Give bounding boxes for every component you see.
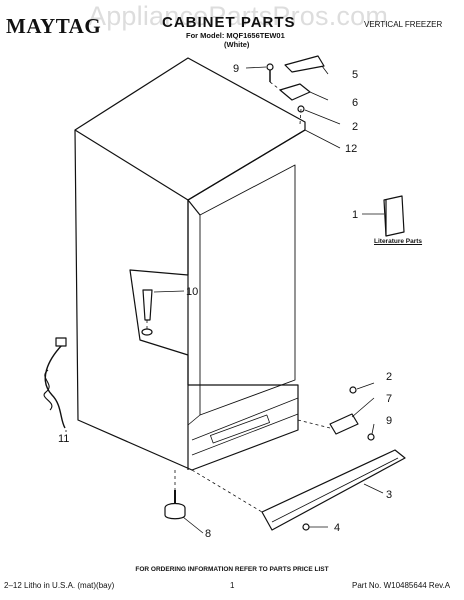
callout-9-top: 9 xyxy=(233,63,239,75)
watermark: AppliancePartsPros.com xyxy=(88,1,389,31)
callout-2-top: 2 xyxy=(352,121,358,133)
literature-booklet xyxy=(383,195,405,237)
bottom-screw xyxy=(367,433,375,441)
footer-page-number: 1 xyxy=(230,581,235,590)
grille-screw xyxy=(302,523,310,531)
page-title: CABINET PARTS xyxy=(162,14,296,31)
literature-parts-label: Literature Parts xyxy=(374,238,423,245)
power-cord xyxy=(44,344,66,429)
leveling-leg xyxy=(164,502,186,520)
toe-grille xyxy=(261,449,406,531)
drain-tube xyxy=(142,289,153,321)
page-subtitle: VERTICAL FREEZER xyxy=(364,20,443,29)
model-line: For Model: MQF1656TEW01 xyxy=(186,31,285,40)
top-screw xyxy=(266,63,274,71)
hinge-cover xyxy=(284,55,325,73)
cabinet-shell xyxy=(74,57,306,471)
callout-6: 6 xyxy=(352,97,358,109)
footer-part-number: Part No. W10485644 Rev.A xyxy=(352,581,451,590)
brand-logo: MAYTAG xyxy=(6,14,102,38)
callout-2-bottom: 2 xyxy=(386,371,392,383)
bottom-washer xyxy=(349,386,357,394)
callout-8: 8 xyxy=(205,528,211,540)
bottom-hinge xyxy=(329,413,359,435)
callout-7: 7 xyxy=(386,393,392,405)
callout-4: 4 xyxy=(334,522,340,534)
callout-12: 12 xyxy=(345,143,357,155)
callout-3: 3 xyxy=(386,489,392,501)
color-line: (White) xyxy=(224,40,250,49)
callout-10: 10 xyxy=(186,286,198,298)
callout-11: 11 xyxy=(58,433,69,445)
callout-1: 1 xyxy=(352,209,358,221)
callout-5: 5 xyxy=(352,69,358,81)
ordering-note: FOR ORDERING INFORMATION REFER TO PARTS … xyxy=(135,566,329,573)
footer-litho: 2–12 Litho in U.S.A. (mat)(bay) xyxy=(4,581,115,590)
callout-9-bottom: 9 xyxy=(386,415,392,427)
top-hinge xyxy=(279,83,311,101)
